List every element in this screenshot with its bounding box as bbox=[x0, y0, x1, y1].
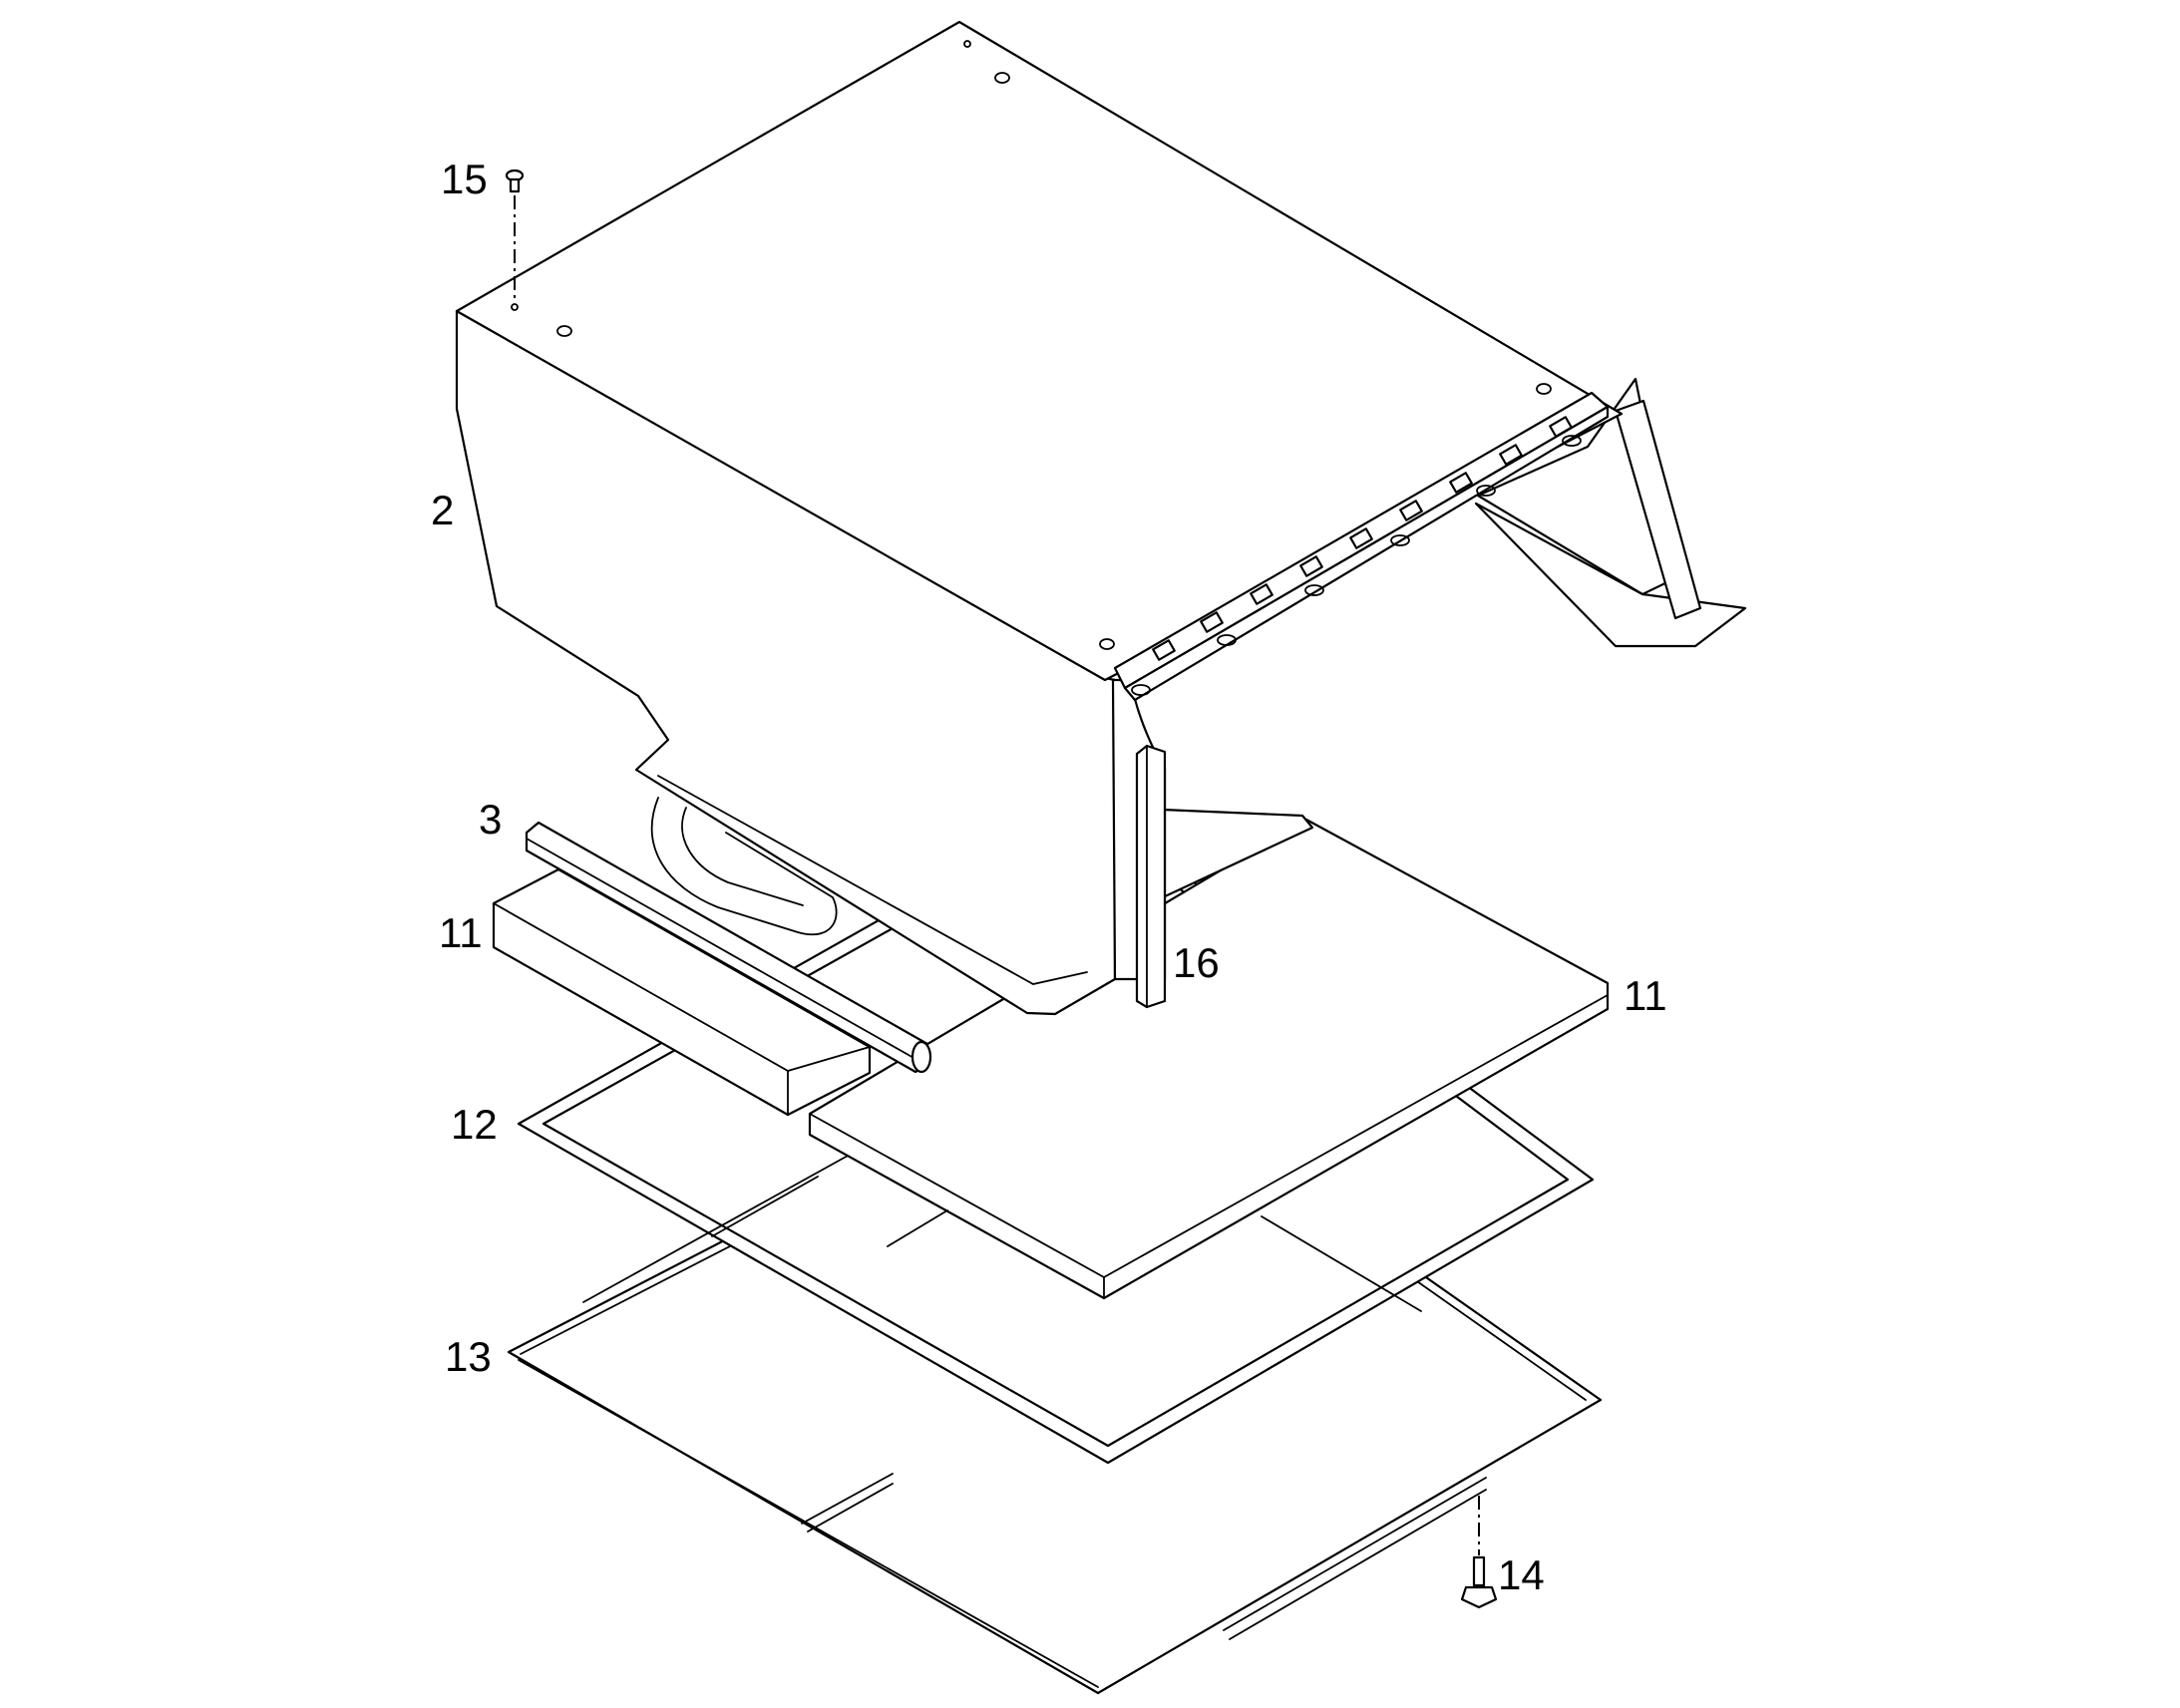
callout-11-left: 11 bbox=[439, 909, 483, 956]
part-3-seal-strip bbox=[525, 821, 932, 1074]
callout-16: 16 bbox=[1173, 939, 1220, 986]
callout-11-right: 11 bbox=[1624, 972, 1667, 1019]
part-14-bolt bbox=[1460, 1496, 1498, 1609]
part-15-screw bbox=[505, 169, 525, 299]
callout-14: 14 bbox=[1498, 1551, 1545, 1598]
part-2-housing bbox=[455, 20, 1747, 1016]
callout-3: 3 bbox=[479, 796, 502, 843]
callout-15: 15 bbox=[441, 156, 488, 202]
callout-12: 12 bbox=[451, 1101, 498, 1148]
callout-13: 13 bbox=[445, 1333, 492, 1380]
callout-2: 2 bbox=[431, 487, 454, 533]
rail-slots bbox=[1131, 435, 1582, 696]
top-face-holes bbox=[511, 40, 1552, 650]
hinge-tabs bbox=[1152, 416, 1573, 661]
callout-labels: 15 2 3 11 16 11 12 13 14 bbox=[431, 156, 1667, 1598]
part-16-vertical-strip bbox=[1135, 744, 1167, 1009]
